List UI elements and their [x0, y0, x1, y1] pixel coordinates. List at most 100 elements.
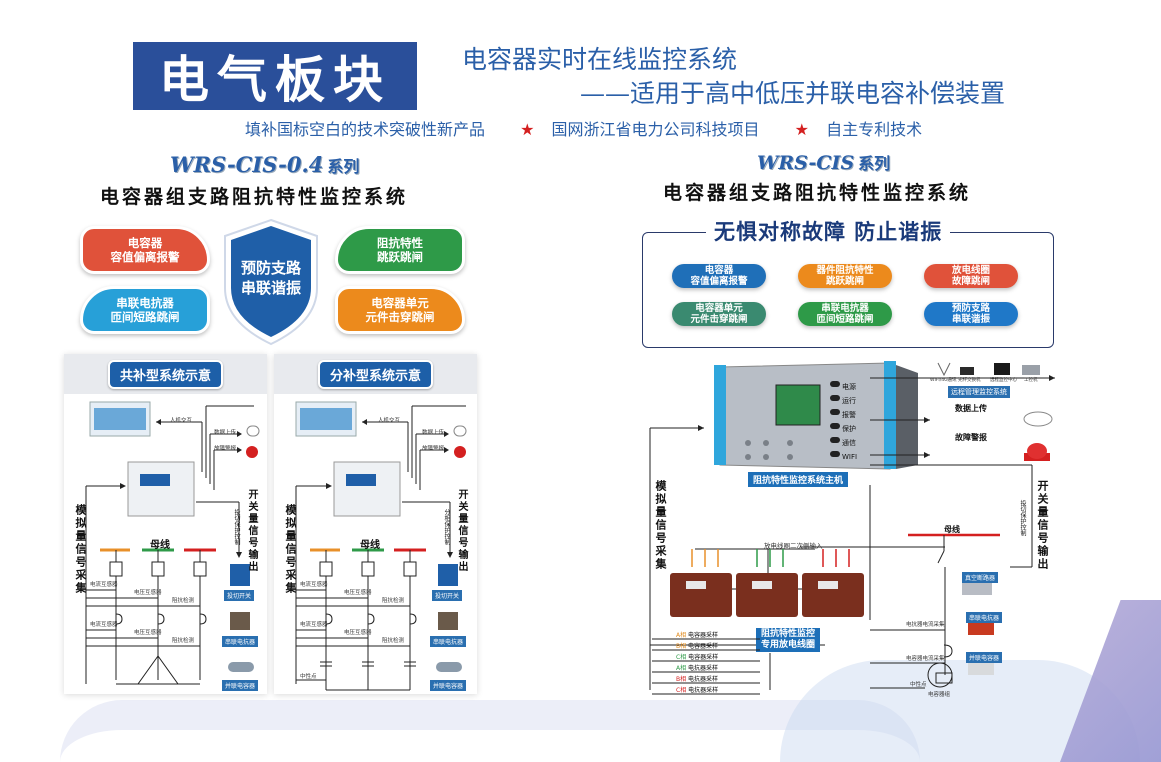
- feature-line: 元件击穿跳闸: [365, 310, 435, 324]
- led-label: 运行: [842, 397, 856, 405]
- tagline: 填补国标空白的技术突破性新产品 ★ 国网浙江省电力公司科技项目 ★ 自主专利技术: [245, 116, 922, 140]
- bus-label: 母线: [150, 540, 170, 551]
- wire-label: 电容器电流采集: [906, 656, 945, 662]
- panel-header: 分补型系统示意: [274, 354, 477, 394]
- panel-common-compensation: 共补型系统示意 人机交互 数据上传 故障警报 母线 模拟量信: [64, 354, 267, 694]
- bus-label: 母线: [944, 525, 960, 534]
- hmi-display: [94, 408, 146, 430]
- capacitor-device-icon: [968, 659, 994, 675]
- signal-row: A相 电容器采样: [676, 630, 718, 639]
- switch-icon: [960, 367, 974, 375]
- signal-text: 电容器采样: [688, 632, 719, 639]
- device-label: 并联电容器: [430, 680, 467, 691]
- tagline-item: 自主专利技术: [826, 120, 923, 139]
- series-name: WRS-CIS: [757, 152, 855, 174]
- switch-signal-label: 开关量信号输出: [456, 489, 467, 573]
- panel-split-compensation: 分补型系统示意 人机交互 数据: [274, 354, 477, 694]
- discharge-coils: [670, 573, 864, 617]
- wire-label: 电压互感器: [134, 590, 162, 596]
- led-label: 报警: [842, 411, 856, 419]
- frame-title: 无惧对称故障 防止谐振: [706, 216, 951, 246]
- feature-line: 故障跳闸: [951, 276, 990, 287]
- feature-line: 电容器单元: [371, 296, 429, 310]
- wire-label: 中性点: [910, 682, 927, 688]
- control-label: 投切保护控制: [1019, 500, 1026, 536]
- series-name: WRS-CIS-0.4: [170, 152, 324, 177]
- feature-line: 匝间短路跳闸: [816, 314, 874, 325]
- switch-signal-label: 开关量信号输出: [1036, 480, 1049, 571]
- industrial-pc-icon: [1022, 365, 1040, 375]
- feature-line: 跳跃跳闸: [825, 276, 864, 287]
- remote-device-label: WIFI/4G通讯: [930, 378, 957, 383]
- signal-text: 电抗器采样: [688, 687, 719, 694]
- wire-label: 电压互感器: [134, 630, 162, 636]
- feature-element-trip: 电容器单元元件击穿跳闸: [672, 302, 766, 326]
- shield-line: 预防支路: [240, 259, 301, 277]
- signal-tag: C相: [676, 687, 687, 694]
- remote-system-label: 远程管理监控系统: [948, 386, 1010, 398]
- reactor-device-icon: [438, 612, 458, 630]
- coil-input-label: 放电线圈二次侧输入: [764, 542, 823, 550]
- feature-line: 容值偏离报警: [690, 276, 748, 287]
- remote-device-label: 光纤交换机: [958, 378, 981, 383]
- feature-line: 阻抗特性: [377, 236, 423, 250]
- feature-line: 器件阻抗特性: [816, 265, 874, 276]
- feature-element-trip: 电容器单元 元件击穿跳闸: [335, 286, 465, 334]
- controller-unit: [127, 461, 195, 517]
- feature-reactor-trip: 串联电抗器匝间短路跳闸: [798, 302, 892, 326]
- data-upload-label: 数据上传: [955, 404, 987, 413]
- feature-capacitance-alarm: 电容器容值偏离报警: [672, 264, 766, 288]
- signal-row: C相 电容器采样: [676, 652, 718, 661]
- wire-label: 阻抗检测: [172, 598, 195, 604]
- signal-row: A相 电抗器采样: [676, 663, 718, 672]
- wire-label: 阻抗检测: [172, 638, 195, 644]
- cloud-icon: [246, 425, 260, 437]
- cloud-icon: [1023, 411, 1053, 427]
- capacitor-device-icon: [228, 662, 254, 672]
- remote-device-label: 工控机: [1024, 378, 1038, 383]
- led-indicators: [830, 381, 840, 457]
- alarm-light-icon: [454, 446, 466, 458]
- common-wiring-diagram: [85, 401, 260, 685]
- control-label: 分相保护控制: [443, 509, 450, 545]
- controller-unit: [333, 461, 401, 517]
- feature-line: 电容器: [704, 265, 734, 276]
- controller-display: [140, 474, 170, 486]
- wire-label: 电流互感器: [300, 622, 328, 628]
- capacitor-bank-icon: [927, 662, 953, 688]
- host-label: 阻抗特性监控系统主机: [748, 472, 849, 487]
- feature-impedance-trip: 器件阻抗特性跳跃跳闸: [798, 264, 892, 288]
- bus-label: 母线: [360, 540, 380, 551]
- coil-label-line: 专用放电线圈: [761, 640, 816, 650]
- analog-signal-label: 模拟量信号采集: [654, 480, 667, 571]
- feature-line: 串联谐振: [951, 314, 990, 325]
- signal-tag: A相: [676, 665, 687, 672]
- led-label: 保护: [842, 425, 856, 433]
- coil-label: 阻抗特性监控 专用放电线圈: [756, 628, 821, 652]
- arrow-label: 故障警报: [214, 446, 237, 452]
- feature-coil-trip: 放电线圈故障跳闸: [924, 264, 1018, 288]
- signal-tag: B相: [676, 643, 687, 650]
- feature-impedance-trip: 阻抗特性 跳跃跳闸: [335, 226, 465, 274]
- device-label: 并联电容器: [222, 680, 259, 691]
- wire-label: 电压互感器: [344, 630, 372, 636]
- panel-title: 分补型系统示意: [317, 359, 433, 389]
- led-label: 通信: [842, 439, 856, 447]
- arrow-label: 故障警报: [422, 446, 445, 452]
- wire-label: 电流互感器: [90, 582, 118, 588]
- series-suffix: 系列: [858, 154, 891, 173]
- signal-row: B相 电抗器采样: [676, 674, 718, 683]
- feature-line: 容值偏离报警: [110, 250, 180, 264]
- series-suffix: 系列: [327, 157, 360, 176]
- wire-label: 电压互感器: [344, 590, 372, 596]
- feature-line: 元件击穿跳闸: [690, 314, 748, 325]
- feature-line: 预防支路: [951, 303, 990, 314]
- wifi-icon: [937, 362, 951, 377]
- shield-icon: [224, 218, 318, 346]
- capacitor-device-icon: [436, 662, 462, 672]
- signal-row: C相 电抗器采样: [676, 685, 718, 694]
- tagline-item: 填补国标空白的技术突破性新产品: [245, 120, 486, 139]
- star-icon: ★: [520, 120, 535, 139]
- wire-label: 中性点: [300, 674, 317, 680]
- feature-line: 跳跃跳闸: [377, 250, 423, 264]
